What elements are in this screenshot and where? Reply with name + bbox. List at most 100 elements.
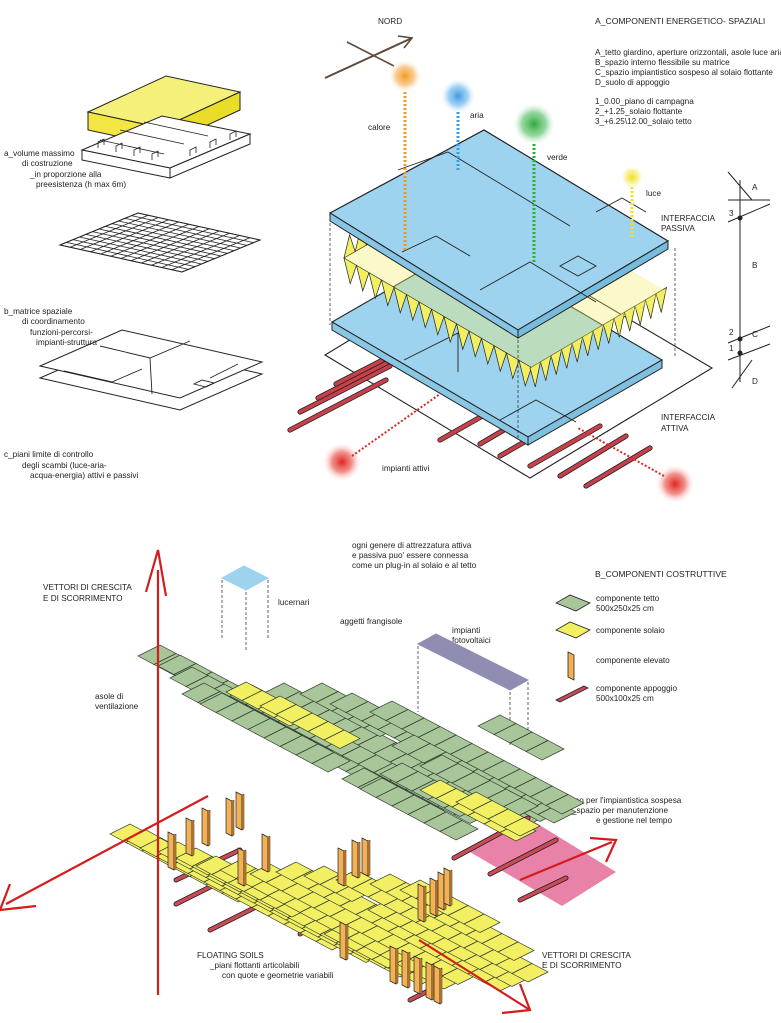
piani-limite-drawing (38, 329, 264, 411)
label-verde: verde (547, 153, 568, 162)
elevated-panel (389, 945, 397, 985)
caption-a-3: _in proporzione alla (29, 170, 102, 179)
elevated-panel-edge (367, 839, 371, 877)
matrix-fin (571, 336, 584, 363)
elevated-panel (437, 871, 445, 911)
caption-b: b_matrice spaziale di coordinamento funz… (4, 307, 97, 347)
matrix-fin (418, 301, 432, 329)
support-beam-fill (528, 424, 602, 468)
elevated-panel (225, 797, 233, 837)
legend-line-c: C_spazio impiantistico sospeso al solaio… (595, 68, 773, 77)
matrix-fin (455, 322, 470, 351)
elevated-panel (425, 961, 433, 1001)
svg-text:a_volume massimo: a_volume massimo (4, 149, 75, 158)
roof-tile (439, 820, 479, 841)
svg-text:di coordinamento: di coordinamento (22, 317, 85, 326)
elevated-panel (167, 831, 175, 871)
roof-tile (311, 752, 351, 773)
caption-a-1: a_volume massimo (4, 149, 75, 158)
asole-2: ventilazione (95, 702, 139, 711)
level-3: 3_+6.25\12.00_solaio tetto (595, 117, 692, 126)
elevated-panel (185, 817, 193, 857)
legend-appoggio-size: 500x100x25 cm (596, 694, 654, 703)
roof-tile (525, 740, 565, 761)
caption-a: a_volume massimo di costruzione _in prop… (4, 149, 126, 189)
elevated-panel (413, 955, 421, 995)
support-beam-fill (316, 354, 402, 400)
caption-c-1: c_piani limite di controllo (4, 450, 94, 459)
note-top-2: e passiva puo' essere connessa (352, 551, 469, 560)
section-b-texts: ogni genere di attrezzatura attiva e pas… (43, 541, 727, 980)
matrix-line (124, 217, 248, 246)
vettori-2-line2: E DI SCORRIMENTO (542, 961, 621, 970)
elevated-panel (237, 847, 245, 887)
flow-aria: aria (440, 78, 484, 170)
vano-1: vano per l'impiantistica sospesa (566, 796, 682, 805)
caption-c: c_piani limite di controllo degli scambi… (4, 450, 138, 480)
elevated-panel (443, 867, 451, 907)
matrix-fin (529, 361, 542, 387)
section-number-3: 3 (729, 209, 734, 218)
north-arrow: NORD (324, 17, 414, 79)
legend-b: componente tetto 500x250x25 cm component… (555, 594, 677, 703)
caption-b-3: funzioni-percorsi- (30, 328, 93, 337)
matrix-fin (645, 292, 657, 319)
legend-swatch-appoggio (555, 685, 589, 703)
legend-line-d: D_suolo di appoggio (595, 78, 670, 87)
svg-text:funzioni-percorsi-: funzioni-percorsi- (30, 328, 93, 337)
section-number-1: 1 (729, 344, 734, 353)
flow-impianti-left: impianti attivi (322, 393, 441, 482)
elevated-panel (337, 847, 345, 887)
growth-vectors (0, 549, 618, 1015)
matrix-line (118, 220, 241, 249)
main-axonometric: calore aria verde luce impianti attivi I… (287, 59, 716, 504)
flow-luce: luce (620, 165, 661, 238)
elevated-panel-edge (343, 849, 347, 887)
note-top-3: come un plug-in al solaio e al tetto (352, 561, 477, 570)
impianti-fv-1: impianti (452, 626, 480, 635)
legend-swatch-solaio (555, 621, 591, 639)
matrix-fin (480, 337, 495, 366)
matrix-fin (393, 286, 407, 315)
elevated-panel-edge (241, 793, 245, 831)
matrix-fin (355, 264, 370, 293)
level-2: 2_+1.25_solaio flottante (595, 107, 683, 116)
elevated-panel (433, 965, 441, 1005)
vettori-2-line1: VETTORI DI CRESCITA (542, 951, 631, 960)
caption-b-2: di coordinamento (22, 317, 85, 326)
matrix-fin (493, 344, 507, 373)
matrix-line (105, 225, 228, 254)
svg-text:b_matrice spaziale: b_matrice spaziale (4, 307, 73, 316)
support-beam-fill (584, 446, 652, 488)
svg-text:degli scambi (luce-aria-: degli scambi (luce-aria- (22, 461, 107, 470)
legend-solaio: componente solaio (596, 626, 665, 635)
svg-text:impianti-struttura: impianti-struttura (36, 338, 97, 347)
elevated-panel (429, 877, 437, 917)
elevated-panel-edge (423, 885, 427, 923)
interfaccia-attiva-2: ATTIVA (661, 424, 689, 433)
elevated-components (167, 791, 453, 1005)
aggetti-label: aggetti frangisole (340, 617, 403, 626)
vano-2: _spazio per manutenzione (571, 806, 668, 815)
legend-tetto: componente tetto (596, 594, 660, 603)
elevated-panel-edge (435, 879, 439, 917)
elevated-panel-edge (207, 809, 211, 847)
floating-1: FLOATING SOILS (197, 951, 264, 960)
caption-c-2: degli scambi (luce-aria- (22, 461, 107, 470)
legend-swatch-elevato (567, 651, 575, 681)
support-beam-fill (288, 378, 388, 432)
label-aria: aria (470, 111, 484, 120)
elevated-panel-edge (357, 841, 361, 879)
legend-line-b: B_spazio interno flessibile su matrice (595, 58, 730, 67)
volume-massimo-drawing (80, 75, 252, 179)
lucernari-drawing (220, 565, 270, 650)
matrix-fin (613, 311, 626, 338)
vano-3: e gestione nel tempo (596, 816, 672, 825)
label-luce: luce (646, 189, 661, 198)
elevated-panel-edge (243, 849, 247, 887)
lucernari-label: lucernari (278, 598, 310, 607)
matrix-fin (505, 352, 520, 380)
svg-text:c_piani limite di controllo: c_piani limite di controllo (4, 450, 94, 459)
matrix-fin (368, 271, 382, 300)
